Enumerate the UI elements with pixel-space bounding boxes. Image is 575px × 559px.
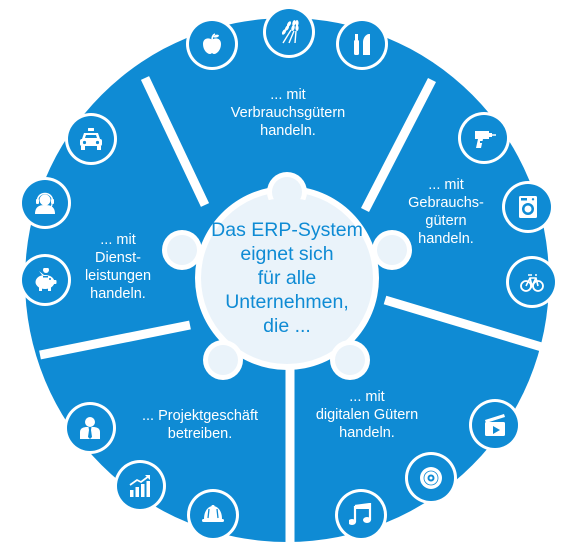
piggy-bank-icon [19, 254, 71, 306]
businessman-icon [64, 402, 116, 454]
segment-separator [360, 77, 437, 213]
taxi-icon [65, 113, 117, 165]
center-puzzle-shape [162, 172, 412, 380]
drill-icon [458, 112, 510, 164]
washing-machine-icon [502, 181, 554, 233]
segment-separator [39, 320, 191, 360]
disc-icon [405, 452, 457, 504]
segment-label-project-business: ... Projektgeschäft betreiben. [141, 408, 259, 442]
headset-agent-icon [19, 177, 71, 229]
apple-icon [186, 18, 238, 70]
segment-label-services: ... mit Dienst- leistungen handeln. [84, 232, 152, 302]
growth-chart-icon [114, 460, 166, 512]
wheat-icon [263, 6, 315, 58]
segment-separator [383, 295, 547, 353]
toothbrush-icon [336, 18, 388, 70]
video-clapper-icon [469, 399, 521, 451]
bicycle-icon [506, 256, 558, 308]
segment-separator [140, 76, 210, 207]
center-title: Das ERP-System eignet sich für alle Unte… [211, 219, 363, 337]
music-note-icon [335, 489, 387, 541]
segment-label-durable-goods: ... mit Gebrauchs- gütern handeln. [408, 177, 484, 247]
segment-label-consumer-goods: ... mit Verbrauchsgütern handeln. [230, 87, 346, 139]
hard-hat-icon [187, 489, 239, 541]
segment-label-digital-goods: ... mit digitalen Gütern handeln. [315, 389, 419, 441]
